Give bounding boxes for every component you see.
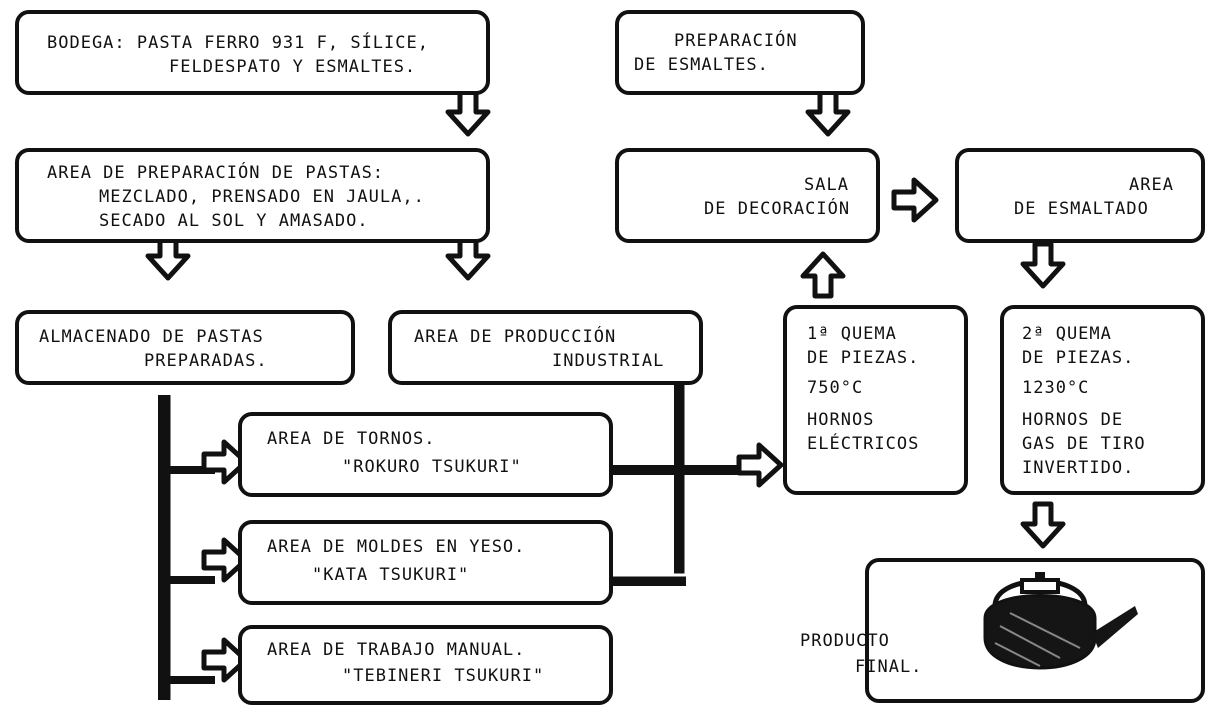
box-manual-line1: AREA DE TRABAJO MANUAL.	[267, 640, 526, 660]
box-produccion-line1: AREA DE PRODUCCIÓN	[414, 327, 617, 347]
teapot-icon	[983, 572, 1138, 670]
box-quema2-line3: 1230°C	[1022, 378, 1090, 398]
box-produccion-line2: INDUSTRIAL	[552, 351, 665, 371]
box-quema2-line4: HORNOS DE	[1022, 410, 1124, 430]
box-quema2-line5: GAS DE TIRO	[1022, 434, 1146, 454]
box-esmaltado: AREA DE ESMALTADO	[955, 148, 1205, 243]
box-quema2-line2: DE PIEZAS.	[1022, 348, 1135, 368]
box-quema1-line5: ELÉCTRICOS	[807, 434, 920, 454]
producto-final-label-2: FINAL.	[855, 657, 923, 677]
box-prep-esmaltes-line2: DE ESMALTES.	[634, 55, 769, 75]
box-almacenado-line2: PREPARADAS.	[144, 351, 268, 371]
box-quema1-line1: 1ª QUEMA	[807, 324, 897, 344]
box-bodega-line2: FELDESPATO Y ESMALTES.	[169, 57, 417, 77]
box-producto-final	[865, 558, 1205, 703]
box-quema1-line4: HORNOS	[807, 410, 875, 430]
box-almacenado: ALMACENADO DE PASTAS PREPARADAS.	[15, 310, 355, 385]
box-manual-line2: "TEBINERI TSUKURI"	[342, 666, 545, 686]
box-bodega: BODEGA: PASTA FERRO 931 F, SÍLICE, FELDE…	[15, 10, 490, 95]
box-bodega-line1: BODEGA: PASTA FERRO 931 F, SÍLICE,	[47, 33, 429, 53]
box-preparacion-line3: SECADO AL SOL Y AMASADO.	[99, 211, 369, 231]
box-almacenado-line1: ALMACENADO DE PASTAS	[39, 327, 264, 347]
box-quema1-line3: 750°C	[807, 378, 864, 398]
box-manual: AREA DE TRABAJO MANUAL. "TEBINERI TSUKUR…	[238, 625, 613, 705]
box-esmaltado-line1: AREA	[1129, 175, 1174, 195]
box-quema2: 2ª QUEMA DE PIEZAS. 1230°C HORNOS DE GAS…	[1000, 305, 1205, 495]
box-prep-esmaltes-line1: PREPARACIÓN	[674, 31, 798, 51]
box-produccion: AREA DE PRODUCCIÓN INDUSTRIAL	[388, 310, 703, 385]
box-tornos: AREA DE TORNOS. "ROKURO TSUKURI"	[238, 412, 613, 497]
box-moldes-line2: "KATA TSUKURI"	[312, 565, 470, 585]
box-quema2-line1: 2ª QUEMA	[1022, 324, 1112, 344]
connector-lines	[158, 385, 755, 700]
box-tornos-line2: "ROKURO TSUKURI"	[342, 457, 522, 477]
box-quema2-line6: INVERTIDO.	[1022, 458, 1135, 478]
box-moldes-line1: AREA DE MOLDES EN YESO.	[267, 537, 526, 557]
box-moldes: AREA DE MOLDES EN YESO. "KATA TSUKURI"	[238, 520, 613, 605]
box-decoracion: SALA DE DECORACIÓN	[615, 148, 880, 243]
box-quema1: 1ª QUEMA DE PIEZAS. 750°C HORNOS ELÉCTRI…	[783, 305, 968, 495]
box-esmaltado-line2: DE ESMALTADO	[1014, 199, 1149, 219]
box-quema1-line2: DE PIEZAS.	[807, 348, 920, 368]
box-tornos-line1: AREA DE TORNOS.	[267, 429, 436, 449]
box-decoracion-line1: SALA	[804, 175, 849, 195]
producto-final-label-1: PRODUCTO	[800, 631, 890, 651]
box-decoracion-line2: DE DECORACIÓN	[704, 199, 851, 219]
box-preparacion-line2: MEZCLADO, PRENSADO EN JAULA,.	[99, 187, 425, 207]
box-prep-esmaltes: PREPARACIÓN DE ESMALTES.	[615, 10, 865, 95]
box-preparacion-pastas: AREA DE PREPARACIÓN DE PASTAS: MEZCLADO,…	[15, 148, 490, 243]
box-preparacion-line1: AREA DE PREPARACIÓN DE PASTAS:	[47, 163, 385, 183]
